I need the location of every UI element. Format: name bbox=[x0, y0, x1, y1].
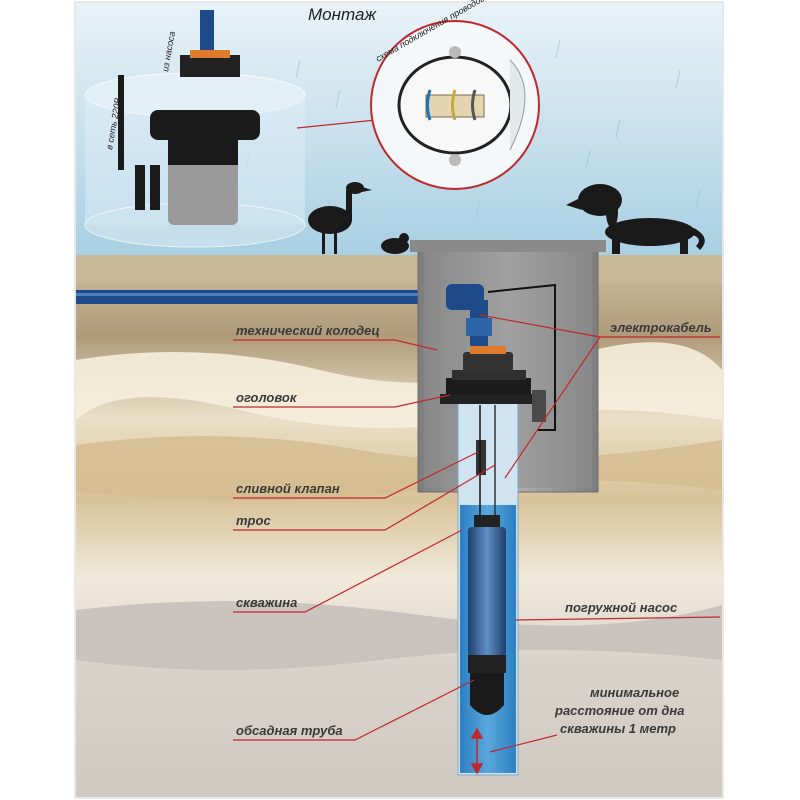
label-min-distance-3: скважины 1 метр bbox=[560, 721, 676, 736]
chamber-lid bbox=[410, 240, 606, 252]
submersible-pump bbox=[468, 515, 506, 715]
electric-cable-line bbox=[487, 283, 556, 431]
soil bbox=[76, 255, 722, 797]
leader-lines bbox=[233, 314, 721, 753]
cable-junction-box bbox=[532, 390, 546, 422]
label-wellhead: оголовок bbox=[236, 390, 298, 405]
label-submersible-pump: погружной насос bbox=[565, 600, 678, 615]
wellhead bbox=[440, 346, 537, 404]
topsoil bbox=[76, 255, 722, 283]
label-electric-cable: электрокабель bbox=[610, 320, 712, 335]
grey-layer bbox=[76, 601, 722, 670]
min-distance-arrow bbox=[470, 727, 484, 775]
frame bbox=[74, 1, 724, 799]
label-drain-valve: сливной клапан bbox=[236, 481, 340, 496]
label-min-distance-1: минимальное bbox=[590, 685, 679, 700]
pipe-highlight bbox=[76, 293, 456, 296]
frog-silhouette bbox=[381, 233, 409, 254]
label-min-distance-2: расстояние от дна bbox=[554, 703, 684, 718]
label-technical-well: технический колодец bbox=[236, 323, 380, 338]
dog-silhouette bbox=[566, 184, 705, 254]
pipe-coupling bbox=[466, 318, 492, 336]
wiring-diagram bbox=[370, 20, 540, 190]
diagram-title: Монтаж bbox=[308, 5, 377, 24]
horizontal-water-pipe bbox=[76, 290, 456, 304]
drain-valve bbox=[476, 440, 486, 475]
label-borehole: скважина bbox=[236, 595, 297, 610]
label-rope: трос bbox=[236, 513, 271, 528]
inset-pump-head bbox=[84, 10, 306, 248]
goose-silhouette bbox=[308, 182, 372, 254]
label-casing-pipe: обсадная труба bbox=[236, 723, 343, 738]
inset-link-line bbox=[296, 119, 377, 129]
clay-layer bbox=[76, 436, 722, 501]
